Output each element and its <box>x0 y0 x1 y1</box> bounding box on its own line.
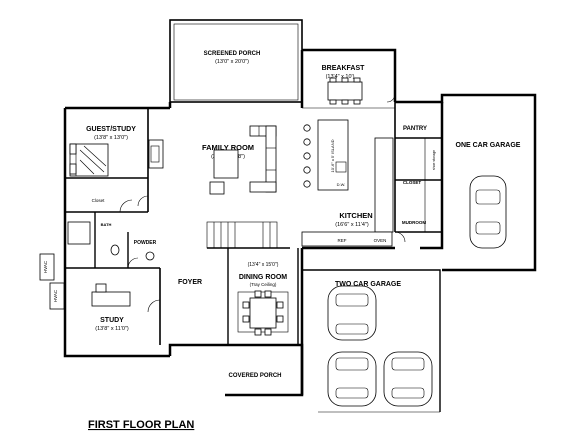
interior-walls <box>65 102 442 345</box>
guest-study-label: GUEST/STUDY <box>86 126 136 133</box>
screened-porch-size: (13'0" x 20'0") <box>215 59 249 65</box>
exterior-walls <box>63 48 537 413</box>
dining-table <box>237 290 289 336</box>
kitchen-counters: REF OVEN shoe storage <box>301 137 436 247</box>
fireplace <box>148 139 164 169</box>
breakfast-size: (13'4" x 10') <box>326 74 355 80</box>
dining-room-size: (13'4" x 15'0") <box>248 262 279 268</box>
one-car-garage-label: ONE CAR GARAGE <box>456 142 521 149</box>
two-car-garage-car-1 <box>327 285 377 341</box>
study-size: (13'8" x 11'0") <box>95 326 129 332</box>
one-car-garage-car <box>469 175 507 249</box>
two-car-garage-label: TWO CAR GARAGE <box>335 281 401 288</box>
guest-study-size: (13'8" x 13'0") <box>94 135 128 141</box>
svg-text:HVAC: HVAC <box>43 260 48 273</box>
svg-text:HVAC: HVAC <box>53 289 58 302</box>
study-desk <box>91 283 131 307</box>
svg-text:shoe storage: shoe storage <box>432 150 436 170</box>
shower <box>67 221 91 245</box>
svg-text:D.W.: D.W. <box>337 182 346 187</box>
hvac-unit-1: HVAC <box>39 253 55 281</box>
breakfast-table <box>327 77 363 105</box>
family-room-label: FAMILY ROOM <box>202 143 254 152</box>
dining-room-note: (Tray Ceiling) <box>250 282 277 287</box>
mudroom-label: MUDROOM <box>402 220 426 225</box>
dining-room-label: DINING ROOM <box>239 274 287 281</box>
closet-label: CLOSET <box>403 180 422 185</box>
kitchen-size: (16'6" x 11'4") <box>335 222 369 228</box>
covered-porch-label: COVERED PORCH <box>228 373 281 379</box>
plan-title: FIRST FLOOR PLAN <box>88 419 194 431</box>
powder-label: POWDER <box>134 240 157 246</box>
svg-text:REF: REF <box>338 238 347 243</box>
toilet <box>110 244 120 256</box>
staircase <box>213 222 271 248</box>
study-label: STUDY <box>100 317 124 324</box>
pantry-label: PANTRY <box>403 126 427 132</box>
svg-text:OVEN: OVEN <box>374 238 387 243</box>
two-car-garage-car-2 <box>327 351 377 407</box>
kitchen-island: 10'-6" x 5' ISLAND D.W. <box>303 119 349 191</box>
hvac-unit-2: HVAC <box>49 282 65 310</box>
sectional-sofa <box>249 125 277 193</box>
powder-sink <box>145 251 155 261</box>
screened-porch-label: SCREENED PORCH <box>204 51 261 57</box>
kitchen-label: KITCHEN <box>339 211 372 220</box>
svg-text:10'-6" x 5' ISLAND: 10'-6" x 5' ISLAND <box>330 139 335 172</box>
breakfast-label: BREAKFAST <box>322 65 366 72</box>
bath-label: BATH <box>101 222 112 227</box>
guest-bed <box>69 143 109 177</box>
door-swings <box>119 93 406 313</box>
guest-closet-label: Closet <box>92 198 106 203</box>
coffee-table <box>213 149 239 179</box>
two-car-garage-car-3 <box>383 351 433 407</box>
foyer-label: FOYER <box>178 279 202 286</box>
armchair <box>209 181 225 195</box>
